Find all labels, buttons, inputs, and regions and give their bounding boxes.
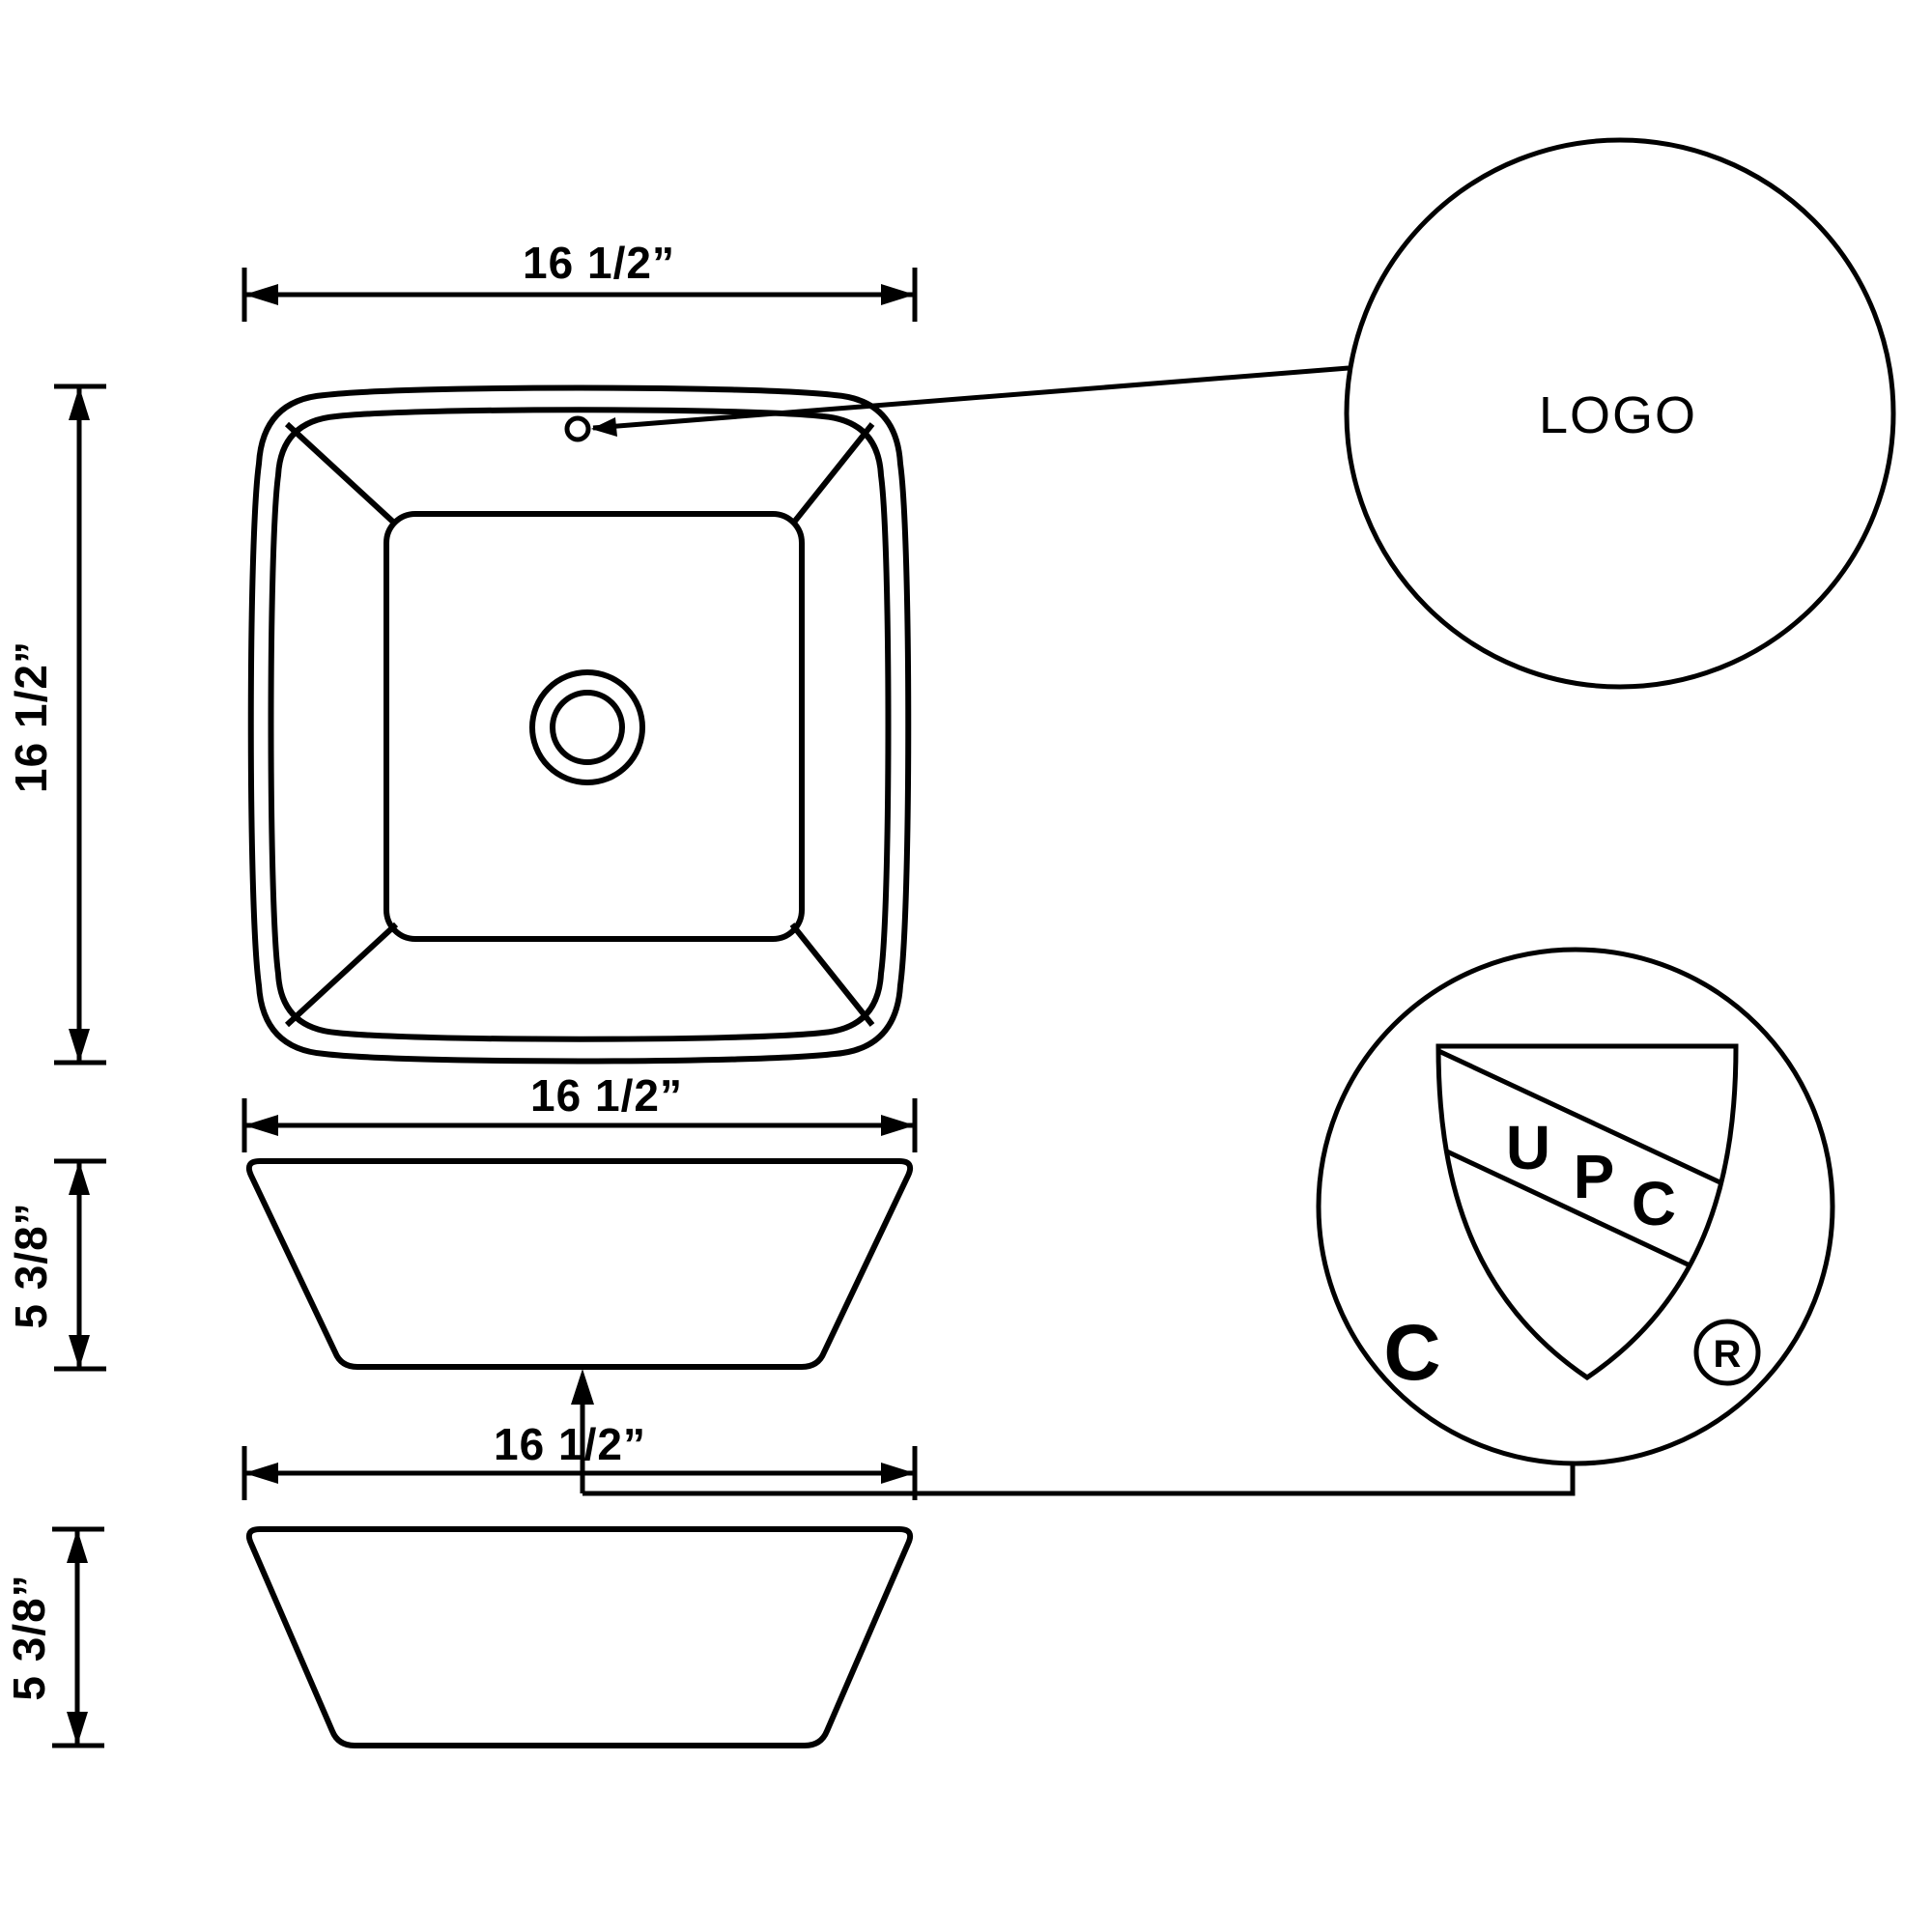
sink-basin-floor xyxy=(384,511,805,942)
arrowhead-right-icon xyxy=(881,1463,915,1484)
arrowhead-left-icon xyxy=(244,284,278,305)
bottom-view-height-dimension: 5 3/8” xyxy=(4,1526,104,1748)
side-view-height-dimension: 5 3/8” xyxy=(6,1158,106,1372)
arrowhead-up-icon xyxy=(67,1529,88,1563)
top-view-width-dimension: 16 1/2” xyxy=(242,238,918,322)
upc-letter-u: U xyxy=(1506,1113,1550,1182)
overflow-hole xyxy=(564,415,591,442)
bottom-view-width-label: 16 1/2” xyxy=(494,1419,646,1469)
arrowhead-down-icon xyxy=(69,1335,90,1369)
drain-outer-circle xyxy=(529,669,645,785)
basin-corner-edge xyxy=(789,422,875,526)
certification-c-label: C xyxy=(1383,1309,1440,1397)
leader-line xyxy=(592,365,1350,431)
basin-corner-edge xyxy=(284,922,399,1028)
side-view-height-label: 5 3/8” xyxy=(6,1202,56,1328)
upc-shield xyxy=(1435,1043,1739,1381)
side-view-width-label: 16 1/2” xyxy=(530,1070,683,1121)
upc-letter-p: P xyxy=(1574,1142,1615,1211)
arrowhead-up-icon xyxy=(69,1161,90,1195)
upc-badge-circle xyxy=(1316,947,1835,1466)
sink-outer-rim xyxy=(247,384,912,1065)
arrowhead-right-icon xyxy=(881,284,915,305)
top-view-height-label: 16 1/2” xyxy=(6,640,56,793)
logo-detail-circle xyxy=(1344,137,1896,690)
drain xyxy=(529,669,645,785)
leader-arrowhead-icon xyxy=(591,417,617,437)
sink-bottom-profile xyxy=(245,1526,914,1748)
arrowhead-right-icon xyxy=(881,1115,915,1136)
arrowhead-down-icon xyxy=(67,1712,88,1746)
registered-trademark-icon: R xyxy=(1693,1319,1761,1386)
registered-letter: R xyxy=(1714,1333,1742,1376)
upc-shield-band xyxy=(1438,1046,1736,1280)
logo-callout: LOGO xyxy=(591,137,1896,690)
upc-connector-line xyxy=(582,1463,1576,1496)
drain-inner-circle xyxy=(550,690,625,765)
arrowhead-up-icon xyxy=(571,1369,594,1405)
top-view-width-label: 16 1/2” xyxy=(523,238,675,288)
upc-letter-c: C xyxy=(1632,1169,1676,1238)
upc-certification-badge: U P C C R xyxy=(1316,947,1835,1466)
logo-label: LOGO xyxy=(1539,386,1697,444)
sink-inner-rim xyxy=(268,407,892,1042)
top-view-height-dimension: 16 1/2” xyxy=(6,384,106,1065)
shield-band-line xyxy=(1438,1143,1717,1280)
shield-band-line xyxy=(1438,1046,1736,1194)
bottom-pointer-arrow xyxy=(571,1369,594,1493)
bottom-view-height-label: 5 3/8” xyxy=(4,1574,54,1700)
arrowhead-left-icon xyxy=(244,1463,278,1484)
registered-circle xyxy=(1693,1319,1761,1386)
sink-top-view xyxy=(247,384,912,1065)
basin-corner-edge xyxy=(789,923,875,1027)
bottom-view-width-dimension: 16 1/2” xyxy=(242,1419,918,1500)
arrowhead-up-icon xyxy=(69,386,90,420)
basin-corner-edge xyxy=(284,421,399,527)
sink-side-profile xyxy=(245,1158,914,1370)
arrowhead-left-icon xyxy=(244,1115,278,1136)
arrowhead-down-icon xyxy=(69,1029,90,1063)
side-view-width-dimension: 16 1/2” xyxy=(242,1070,918,1152)
